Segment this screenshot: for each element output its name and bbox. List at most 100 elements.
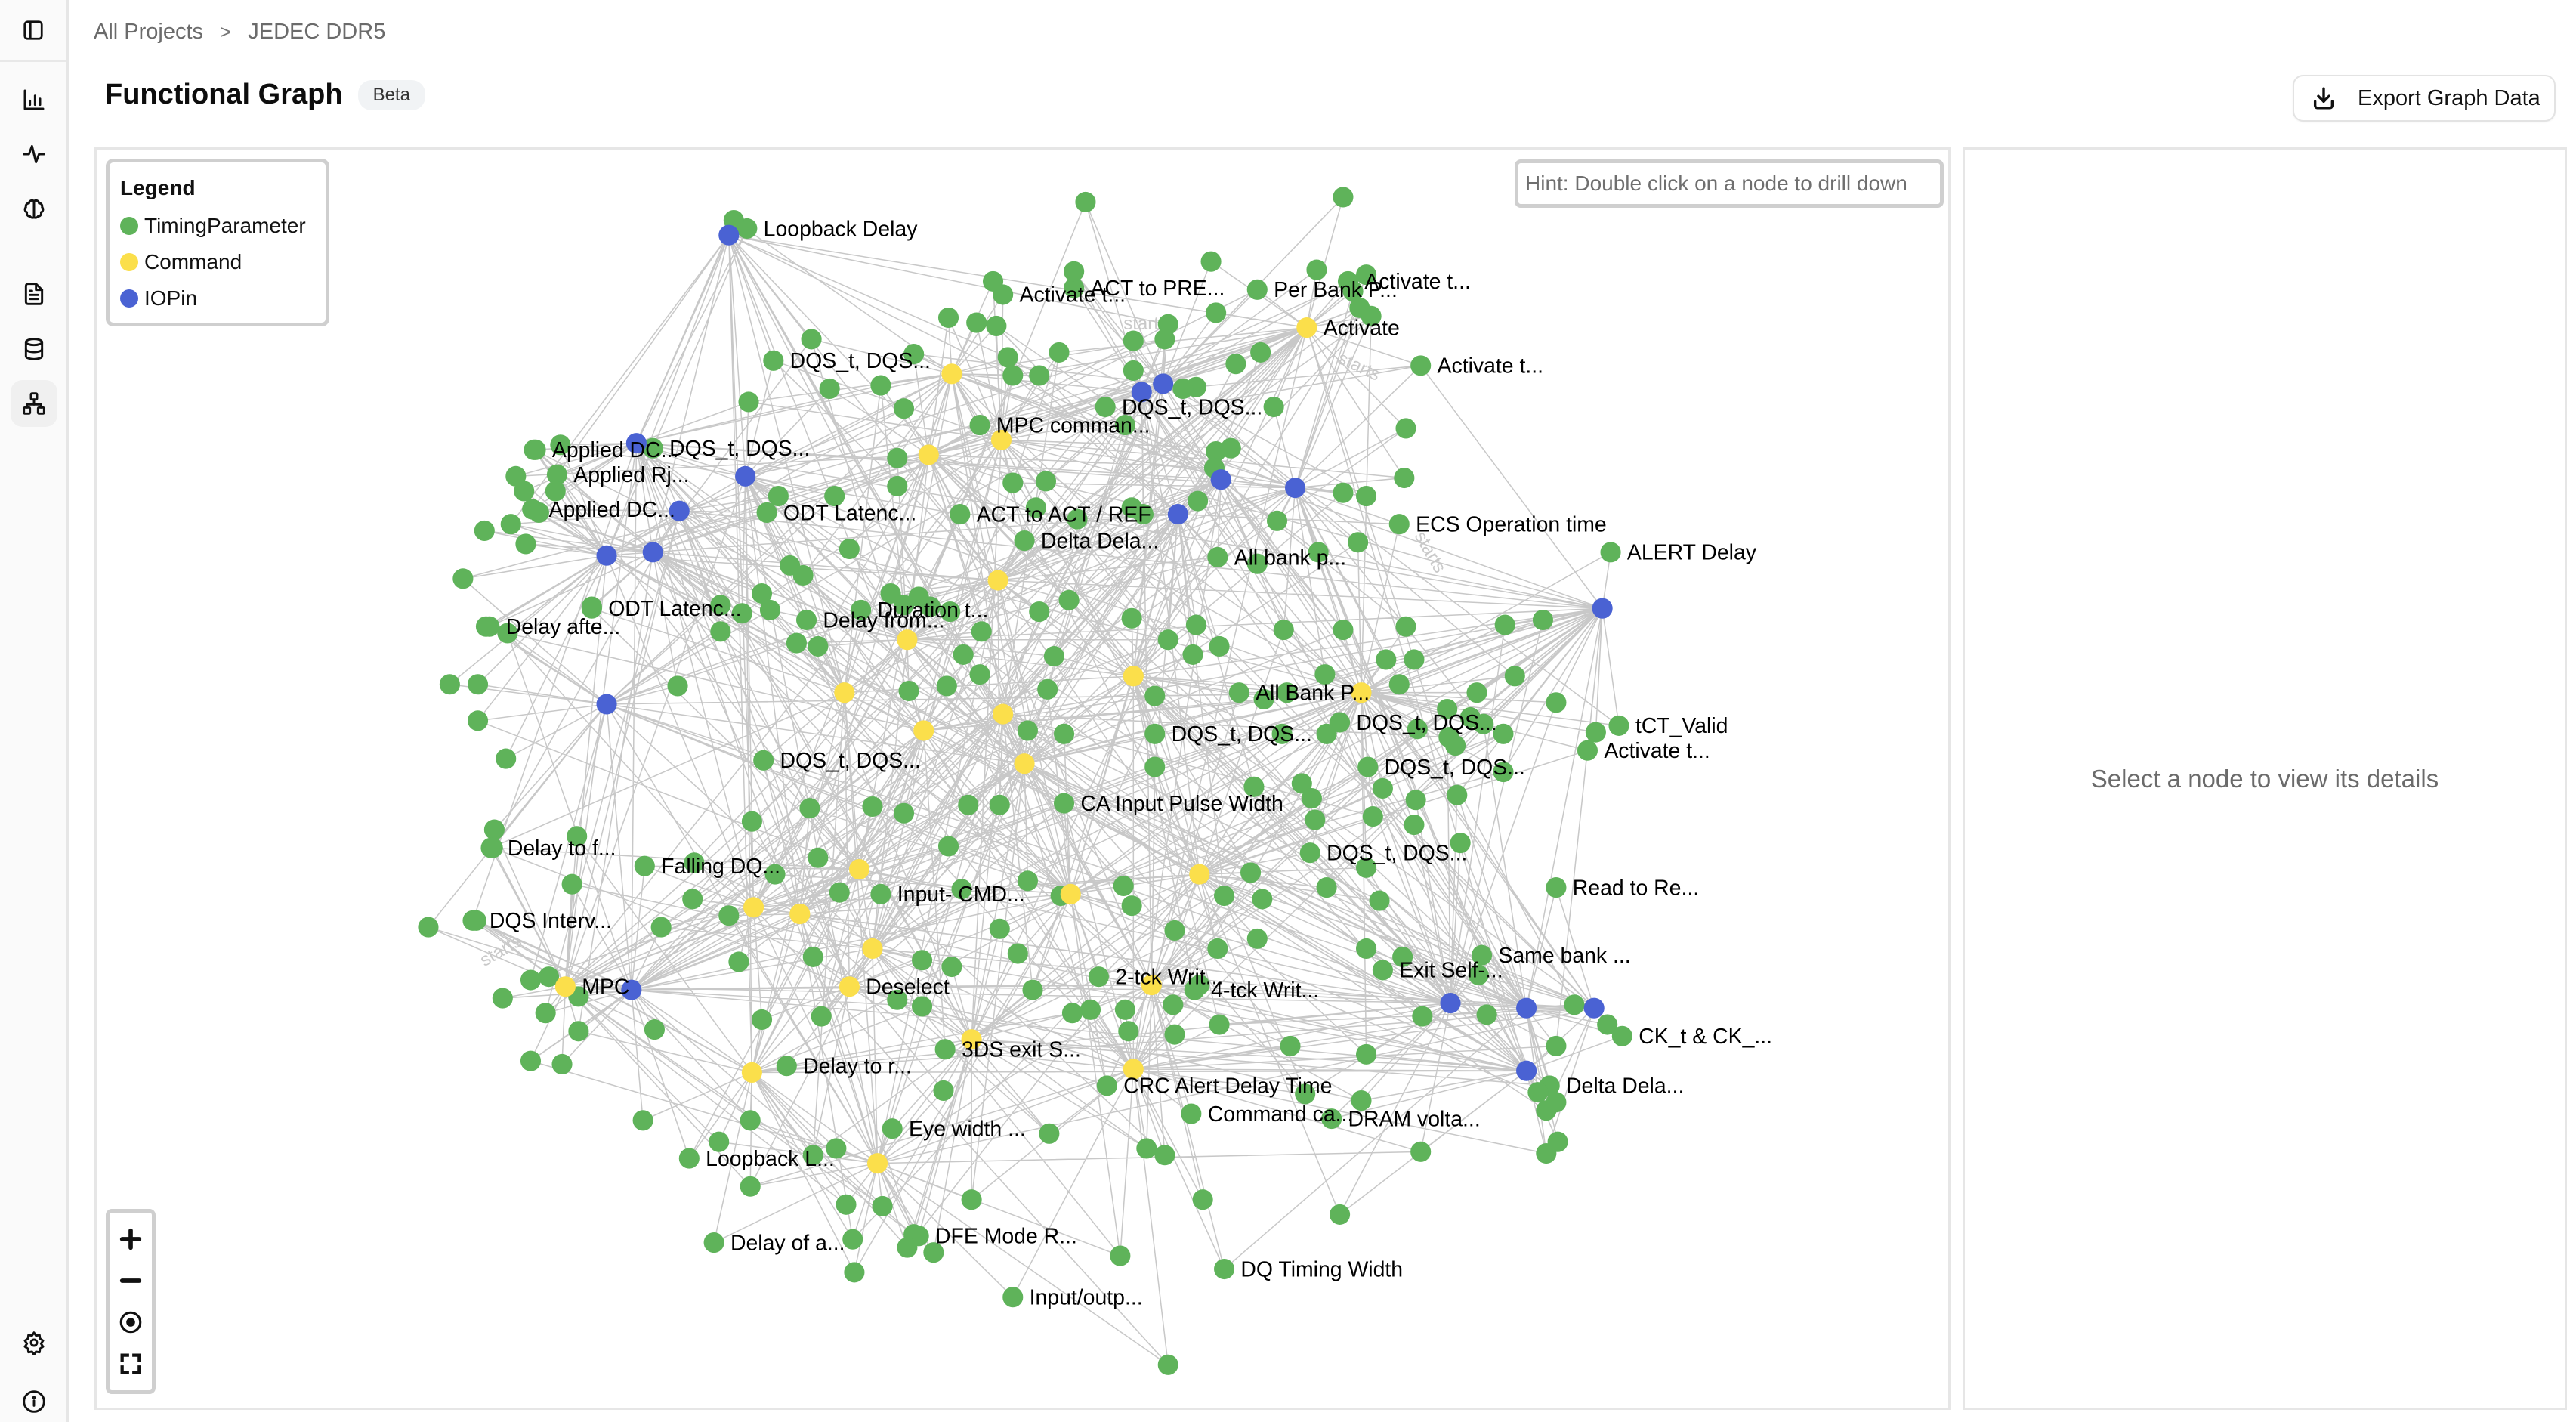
graph-node-timingparameter[interactable] xyxy=(1321,1108,1342,1130)
graph-node-iopin[interactable] xyxy=(1516,997,1537,1019)
graph-node-iopin[interactable] xyxy=(596,694,617,715)
graph-node-timingparameter[interactable] xyxy=(1392,946,1413,967)
graph-node-timingparameter[interactable] xyxy=(1372,777,1393,799)
graph-node-timingparameter[interactable] xyxy=(811,1006,832,1027)
graph-node-command[interactable] xyxy=(1351,682,1372,703)
graph-node-timingparameter[interactable] xyxy=(898,680,919,702)
graph-node-timingparameter[interactable] xyxy=(933,1080,954,1102)
graph-node-timingparameter[interactable] xyxy=(801,329,822,350)
graph-node-timingparameter[interactable] xyxy=(1546,877,1567,898)
graph-node-timingparameter[interactable] xyxy=(500,514,521,535)
graph-node-timingparameter[interactable] xyxy=(568,1021,589,1042)
graph-node-timingparameter[interactable] xyxy=(1182,644,1203,665)
zoom-out-button[interactable] xyxy=(116,1266,146,1296)
graph-node-timingparameter[interactable] xyxy=(826,1138,847,1159)
graph-node-timingparameter[interactable] xyxy=(1404,649,1425,670)
graph-node-timingparameter[interactable] xyxy=(1007,943,1028,964)
graph-node-timingparameter[interactable] xyxy=(465,910,486,931)
graph-node-timingparameter[interactable] xyxy=(887,989,908,1010)
graph-node-timingparameter[interactable] xyxy=(1372,960,1393,981)
graph-node-timingparameter[interactable] xyxy=(1225,354,1246,375)
graph-node-command[interactable] xyxy=(941,363,962,385)
graph-node-timingparameter[interactable] xyxy=(1246,928,1268,949)
graph-node-command[interactable] xyxy=(1296,317,1317,338)
export-graph-data-button[interactable]: Export Graph Data xyxy=(2293,75,2556,122)
graph-node-timingparameter[interactable] xyxy=(1412,1006,1433,1027)
graph-node-timingparameter[interactable] xyxy=(515,533,536,555)
graph-node-timingparameter[interactable] xyxy=(1181,1103,1202,1124)
graph-node-timingparameter[interactable] xyxy=(1468,964,1489,986)
graph-node-timingparameter[interactable] xyxy=(1316,877,1337,898)
graph-node-timingparameter[interactable] xyxy=(439,674,460,695)
graph-node-timingparameter[interactable] xyxy=(1002,365,1024,386)
graph-node-timingparameter[interactable] xyxy=(496,748,517,769)
graph-node-timingparameter[interactable] xyxy=(1355,1043,1377,1065)
graph-node-timingparameter[interactable] xyxy=(514,481,535,502)
graph-node-timingparameter[interactable] xyxy=(880,583,901,604)
graph-node-timingparameter[interactable] xyxy=(1476,1004,1497,1025)
graph-node-timingparameter[interactable] xyxy=(776,1056,797,1077)
graph-node-command[interactable] xyxy=(866,1153,888,1174)
graph-node-timingparameter[interactable] xyxy=(1214,885,1235,907)
graph-node-timingparameter[interactable] xyxy=(1035,471,1057,492)
graph-node-iopin[interactable] xyxy=(1131,382,1152,403)
graph-node-timingparameter[interactable] xyxy=(1299,842,1320,864)
graph-node-command[interactable] xyxy=(918,444,939,465)
graph-node-timingparameter[interactable] xyxy=(1214,1258,1235,1280)
graph-node-timingparameter[interactable] xyxy=(1067,508,1088,530)
graph-node-timingparameter[interactable] xyxy=(1546,1035,1567,1056)
graph-node-timingparameter[interactable] xyxy=(919,596,941,617)
graph-node-timingparameter[interactable] xyxy=(1280,1035,1301,1056)
graph-node-timingparameter[interactable] xyxy=(1080,999,1101,1020)
graph-node-timingparameter[interactable] xyxy=(872,1195,893,1217)
graph-node-timingparameter[interactable] xyxy=(1394,467,1415,489)
graph-node-iopin[interactable] xyxy=(642,542,663,563)
graph-node-timingparameter[interactable] xyxy=(897,1237,918,1258)
graph-node-timingparameter[interactable] xyxy=(1263,396,1284,418)
graph-node-timingparameter[interactable] xyxy=(1342,280,1364,302)
graph-node-timingparameter[interactable] xyxy=(911,996,933,1017)
graph-node-timingparameter[interactable] xyxy=(1207,938,1228,960)
sidebar-item-settings[interactable] xyxy=(11,1319,57,1366)
graph-node-timingparameter[interactable] xyxy=(934,1039,956,1060)
graph-node-timingparameter[interactable] xyxy=(1564,994,1585,1015)
graph-node-timingparameter[interactable] xyxy=(1271,723,1293,744)
graph-node-timingparameter[interactable] xyxy=(940,601,961,623)
graph-node-timingparameter[interactable] xyxy=(753,750,774,771)
graph-node-timingparameter[interactable] xyxy=(799,798,820,819)
graph-node-timingparameter[interactable] xyxy=(482,837,503,858)
graph-node-timingparameter[interactable] xyxy=(467,674,489,695)
graph-node-iopin[interactable] xyxy=(1516,1060,1537,1081)
sidebar-item-info[interactable] xyxy=(11,1378,57,1425)
graph-node-timingparameter[interactable] xyxy=(1295,1083,1316,1105)
graph-node-command[interactable] xyxy=(848,859,870,880)
graph-node-command[interactable] xyxy=(1141,975,1162,996)
graph-node-timingparameter[interactable] xyxy=(1157,1354,1178,1375)
graph-node-timingparameter[interactable] xyxy=(1250,342,1271,363)
graph-node-timingparameter[interactable] xyxy=(786,632,807,654)
graph-node-timingparameter[interactable] xyxy=(759,599,780,620)
graph-node-timingparameter[interactable] xyxy=(824,486,845,507)
graph-node-command[interactable] xyxy=(789,904,811,925)
graph-node-timingparameter[interactable] xyxy=(1189,975,1210,996)
graph-node-timingparameter[interactable] xyxy=(1039,1123,1060,1144)
graph-node-timingparameter[interactable] xyxy=(961,1189,982,1210)
graph-node-timingparameter[interactable] xyxy=(1252,889,1273,910)
graph-node-command[interactable] xyxy=(897,629,918,651)
graph-node-command[interactable] xyxy=(862,938,883,960)
center-graph-button[interactable] xyxy=(116,1307,146,1337)
graph-node-timingparameter[interactable] xyxy=(1546,1092,1567,1113)
graph-node-timingparameter[interactable] xyxy=(870,883,891,904)
graph-node-timingparameter[interactable] xyxy=(1437,698,1458,720)
graph-node-timingparameter[interactable] xyxy=(1113,875,1134,896)
graph-node-timingparameter[interactable] xyxy=(1600,542,1621,563)
graph-node-timingparameter[interactable] xyxy=(966,312,987,333)
graph-node-timingparameter[interactable] xyxy=(971,621,992,642)
graph-node-timingparameter[interactable] xyxy=(1192,1189,1213,1210)
graph-node-command[interactable] xyxy=(961,1029,982,1050)
graph-node-timingparameter[interactable] xyxy=(764,864,786,885)
graph-node-timingparameter[interactable] xyxy=(520,969,542,991)
graph-node-timingparameter[interactable] xyxy=(1447,784,1468,805)
graph-node-timingparameter[interactable] xyxy=(751,1009,773,1031)
graph-node-timingparameter[interactable] xyxy=(1333,620,1354,641)
